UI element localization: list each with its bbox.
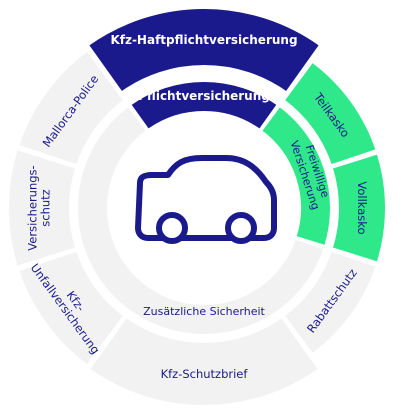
segment-rabattschutz xyxy=(282,249,378,356)
car-wheel-rear xyxy=(225,212,257,244)
zusaetzliche-sicherheit-label: Zusätzliche Sicherheit xyxy=(143,305,265,318)
pflichtversicherung-label: Pflichtversicherung xyxy=(138,89,270,103)
segment-zusaetzliche-sicherheit xyxy=(76,104,326,336)
car-body xyxy=(135,155,277,241)
segment-versicherungsschutz xyxy=(7,147,78,269)
kfz-haftpflicht-label: Kfz-Haftpflichtversicherung xyxy=(110,33,297,47)
kfz-schutzbrief-label: Kfz-Schutzbrief xyxy=(161,367,249,381)
car-wheel-front xyxy=(156,212,188,244)
segment-vollkasko xyxy=(330,152,387,264)
segment-kfz-schutzbrief xyxy=(87,315,321,407)
outer-ring xyxy=(7,7,387,407)
segment-teilkasko xyxy=(282,60,378,167)
versicherungsschutz-label: Versicherungs-schutz xyxy=(25,165,52,250)
car-icon xyxy=(135,155,277,244)
inner-ring xyxy=(76,80,332,336)
segment-kfz-unfallversicherung xyxy=(16,249,126,367)
segment-freiwillige-versicherung xyxy=(259,104,332,248)
segment-mallorca-police xyxy=(16,49,126,167)
vollkasko-label: Vollkasko xyxy=(356,181,370,234)
segment-pflichtversicherung xyxy=(128,80,280,132)
segment-kfz-haftpflicht xyxy=(86,7,322,94)
center-disc xyxy=(110,114,298,302)
